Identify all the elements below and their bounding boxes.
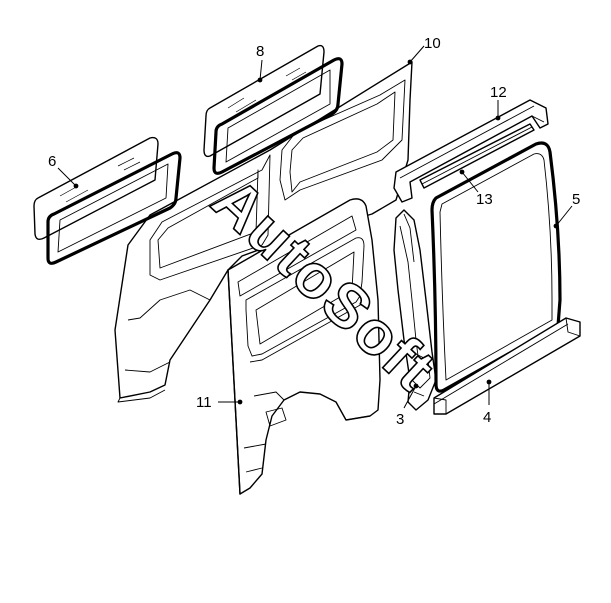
door-glass-5 — [430, 141, 562, 393]
callout-8: 8 — [256, 43, 264, 83]
rear-side-panel — [114, 61, 413, 403]
callout-11-label: 11 — [196, 394, 212, 411]
callout-11: 11 — [196, 394, 243, 411]
callout-6: 6 — [48, 153, 79, 189]
door-pillar-3 — [393, 209, 437, 411]
callout-6-label: 6 — [48, 153, 56, 170]
upper-rail-12 — [393, 99, 549, 203]
callout-10: 10 — [407, 35, 441, 65]
side-window-8 — [203, 44, 344, 175]
callout-4-label: 4 — [483, 409, 491, 426]
callout-13-label: 13 — [476, 191, 493, 208]
callout-12-label: 12 — [490, 84, 507, 101]
lower-rail-4 — [433, 317, 581, 415]
callout-4: 4 — [483, 379, 492, 426]
callout-3-label: 3 — [396, 411, 404, 428]
callout-8-label: 8 — [256, 43, 264, 60]
callout-12: 12 — [490, 84, 507, 121]
side-window-6 — [33, 136, 182, 265]
rail-strip-13 — [419, 123, 535, 189]
callout-10-label: 10 — [424, 35, 441, 52]
callout-5-label: 5 — [572, 191, 580, 208]
callout-5: 5 — [553, 191, 580, 229]
callout-13: 13 — [459, 169, 493, 208]
callout-3: 3 — [396, 383, 419, 428]
sliding-door-panel — [227, 198, 381, 495]
